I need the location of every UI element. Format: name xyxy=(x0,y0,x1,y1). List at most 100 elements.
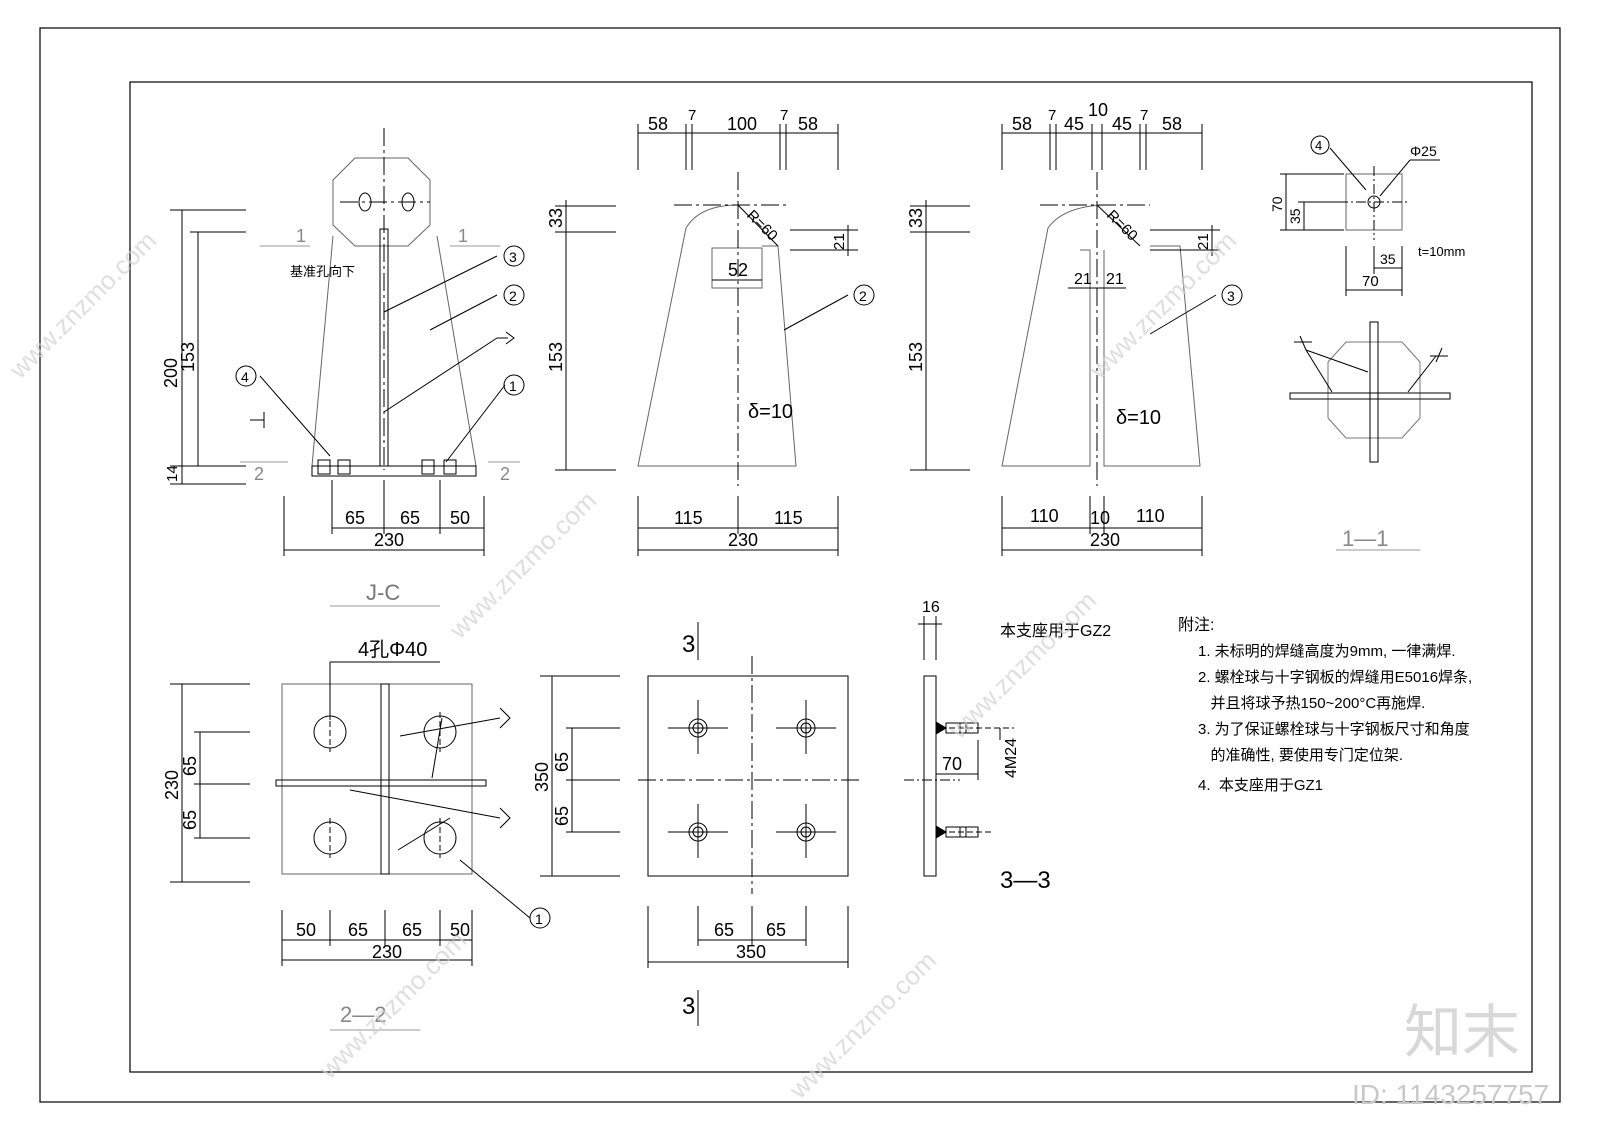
dim-text: 45 xyxy=(1064,114,1084,134)
weld-flag xyxy=(499,807,511,829)
jc-callouts: 3 2 1 4 xyxy=(235,245,525,396)
dim-text: 35 xyxy=(1287,208,1303,224)
leader xyxy=(429,294,498,331)
weld-leader xyxy=(1305,349,1333,393)
view-section-22 xyxy=(170,661,531,1031)
dim-text: 230 xyxy=(374,530,404,550)
dim-text: 65 xyxy=(180,756,200,776)
radius-leader xyxy=(737,204,779,247)
bolt-ball xyxy=(332,157,431,247)
thickness-text: δ=10 xyxy=(1116,407,1161,429)
diameter-text: Φ25 xyxy=(1410,143,1437,159)
callout-circle xyxy=(503,245,525,267)
section-label: 1 xyxy=(296,226,306,246)
dim-text: 33 xyxy=(546,208,566,228)
leader xyxy=(349,789,501,819)
watermark-site: www.znzmo.com xyxy=(782,945,942,1105)
radius-leader xyxy=(1096,204,1141,247)
note-line: 2. 螺栓球与十字钢板的焊缝用E5016焊条, xyxy=(1198,668,1472,686)
callout-number: 2 xyxy=(509,288,517,304)
dim-text: 350 xyxy=(736,942,766,962)
callout-number: 2 xyxy=(859,288,867,304)
dim-text: 115 xyxy=(674,508,703,528)
dim-text: 7 xyxy=(1048,107,1056,124)
cross-plate-h xyxy=(1289,392,1451,400)
section-title: 2—2 xyxy=(340,1002,386,1027)
weld-symbol xyxy=(250,412,265,428)
ball-outline xyxy=(1327,341,1421,439)
weld-symbol xyxy=(1435,347,1443,363)
dim-text: 65 xyxy=(402,920,422,940)
bolt xyxy=(668,700,728,754)
plate-outline xyxy=(1001,227,1091,467)
weld-flag xyxy=(505,331,515,345)
base-plate-plan xyxy=(281,683,473,875)
dim-text: 70 xyxy=(1269,196,1285,212)
view-plate3 xyxy=(910,124,1220,556)
dim-text: 70 xyxy=(1362,273,1379,290)
dim-text: 16 xyxy=(922,599,940,616)
leader xyxy=(259,375,331,457)
dim-text: 70 xyxy=(942,754,962,774)
leader xyxy=(1149,294,1217,335)
dim-text: 230 xyxy=(1090,530,1120,550)
cut-label: 3 xyxy=(682,631,695,658)
view-section-11 xyxy=(1289,321,1451,551)
dim-text: 10 xyxy=(1090,508,1110,528)
dim-text: 50 xyxy=(450,920,470,940)
callout-circle xyxy=(235,365,257,387)
dim-text: 58 xyxy=(1162,114,1182,134)
dim-text: 58 xyxy=(648,114,668,134)
callout-number: 1 xyxy=(509,378,517,394)
leader xyxy=(399,717,501,737)
section-label: 1 xyxy=(458,226,468,246)
view-base-plate xyxy=(540,622,862,1026)
inner-border xyxy=(129,81,1533,1073)
dim-text: 58 xyxy=(1012,114,1032,134)
jc-title: J-C xyxy=(366,580,400,605)
dim-text: 110 xyxy=(1030,506,1059,526)
plate-outline xyxy=(1103,245,1201,467)
plate-notch xyxy=(1047,204,1101,229)
section-title: 1—1 xyxy=(1342,526,1388,551)
dim-text: 58 xyxy=(798,114,818,134)
note-line: 3. 为了保证螺栓球与十字钢板尺寸和角度 xyxy=(1198,720,1470,738)
anchor-nut xyxy=(421,459,435,475)
leader xyxy=(383,337,498,413)
dim-text: 45 xyxy=(1112,114,1132,134)
dim-text: 65 xyxy=(180,810,200,830)
dim-text: 115 xyxy=(774,508,803,528)
radius-text: R=60 xyxy=(1103,207,1141,245)
dim-text: 153 xyxy=(178,342,198,372)
dim-text: 14 xyxy=(164,465,181,482)
weld-leader xyxy=(1305,349,1369,373)
dim-text: 33 xyxy=(906,208,926,228)
dim-text: 230 xyxy=(372,942,402,962)
callout-circle xyxy=(503,374,525,396)
leader xyxy=(1329,147,1367,191)
dim-text: 50 xyxy=(450,508,470,528)
dim-text: 230 xyxy=(728,530,758,550)
bolt-spec: 4M24 xyxy=(1003,738,1020,778)
leader xyxy=(1379,159,1411,197)
watermark-id: ID: 1143257757 xyxy=(1352,1079,1549,1110)
leader xyxy=(445,384,506,463)
radius-text: R=60 xyxy=(743,207,781,245)
callout-number: 3 xyxy=(509,249,517,265)
view-plate4 xyxy=(1280,147,1440,296)
watermark-site: www.znzmo.com xyxy=(2,225,162,385)
callout-circle xyxy=(853,284,875,306)
dim-text: 65 xyxy=(400,508,420,528)
leader xyxy=(397,817,451,851)
note-line: 并且将球予热150~200°C再施焊. xyxy=(1198,695,1425,712)
anchor-nut xyxy=(443,459,457,475)
dim-text: 110 xyxy=(1136,506,1165,526)
section-label: 2 xyxy=(500,464,510,484)
callout-circle xyxy=(1221,284,1243,306)
plate-notch xyxy=(685,204,739,229)
dim-text: 35 xyxy=(1380,251,1396,267)
base-plate-plan xyxy=(647,675,849,877)
view-section-33 xyxy=(904,616,1014,877)
dim-text: 65 xyxy=(766,920,786,940)
